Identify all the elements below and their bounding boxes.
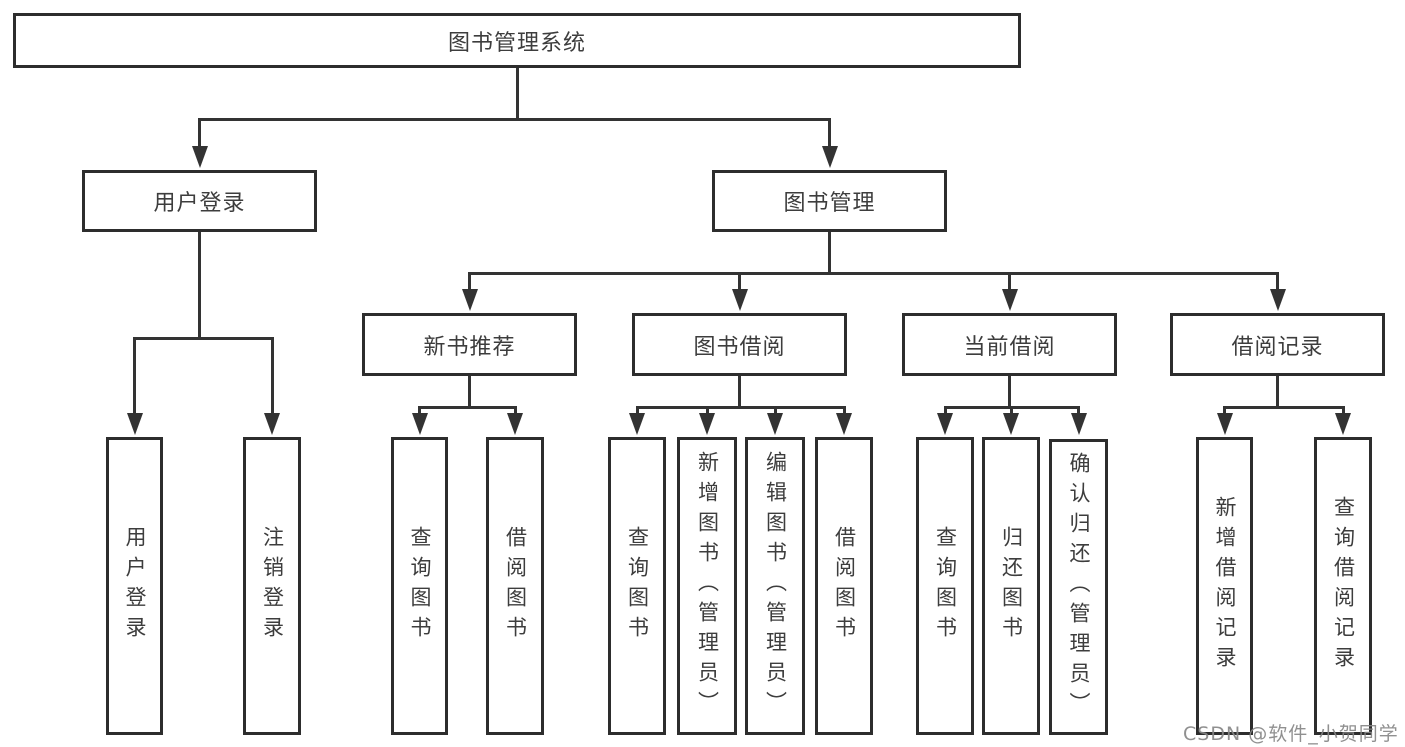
node-label: 新增图书（管理员） <box>695 451 720 721</box>
connector-drop-records <box>1276 272 1279 292</box>
node-label: 编辑图书（管理员） <box>763 451 788 721</box>
connector-drop <box>513 406 517 415</box>
arrow-down-icon <box>1335 413 1351 435</box>
connector-drop <box>705 406 709 415</box>
connector-new-book-rail <box>418 406 517 409</box>
node-label: 借阅记录 <box>1231 334 1324 360</box>
node-return-books: 归还图书 <box>982 437 1040 735</box>
node-edit-books-admin: 编辑图书（管理员） <box>745 437 805 735</box>
arrow-down-icon <box>264 413 280 435</box>
arrow-down-icon <box>1003 413 1019 435</box>
arrow-down-icon <box>937 413 953 435</box>
node-borrow-books-2: 借阅图书 <box>815 437 873 735</box>
node-label: 图书借阅 <box>693 334 786 360</box>
connector-drop-new-book <box>468 272 471 292</box>
node-user-login: 用户登录 <box>82 170 317 232</box>
arrow-down-icon <box>411 413 428 435</box>
node-book-borrow: 图书借阅 <box>632 313 847 376</box>
node-label: 查询图书 <box>408 526 432 646</box>
node-label: 确认归还（管理员） <box>1067 452 1091 722</box>
connector-root-rail <box>198 118 831 121</box>
arrow-down-icon <box>731 289 748 311</box>
node-query-borrow-record: 查询借阅记录 <box>1314 437 1372 735</box>
connector-drop <box>1009 406 1013 415</box>
node-query-books-1: 查询图书 <box>391 437 448 735</box>
connector-drop-logout-leaf <box>270 337 274 414</box>
node-label: 归还图书 <box>999 526 1024 646</box>
node-book-management: 图书管理 <box>712 170 947 232</box>
arrow-down-icon <box>629 413 645 435</box>
node-label: 图书管理系统 <box>447 30 586 56</box>
arrow-down-icon <box>821 146 838 168</box>
connector-drop <box>635 406 639 415</box>
arrow-down-icon <box>836 413 852 435</box>
watermark-text: CSDN @软件_小贺同学 <box>1183 723 1399 745</box>
connector-drop-book-management <box>828 118 831 148</box>
connector-root-stem <box>515 68 519 118</box>
arrow-down-icon <box>461 289 478 311</box>
connector-drop <box>842 406 846 415</box>
node-label: 图书管理 <box>783 191 876 216</box>
connector-drop-borrow <box>738 272 741 292</box>
node-label: 借阅图书 <box>832 526 857 646</box>
node-label: 用户登录 <box>123 526 147 646</box>
node-label: 查询借阅记录 <box>1331 496 1356 676</box>
connector-new-book-stem <box>468 376 471 406</box>
node-logout: 注销登录 <box>243 437 301 735</box>
node-new-book-recommend: 新书推荐 <box>362 313 577 376</box>
arrow-down-icon <box>507 413 523 435</box>
node-current-borrow: 当前借阅 <box>902 313 1117 376</box>
node-label: 当前借阅 <box>963 334 1056 360</box>
node-library-management-system: 图书管理系统 <box>13 13 1021 68</box>
node-label: 查询图书 <box>933 526 958 646</box>
connector-book-mgmt-rail <box>468 272 1279 275</box>
connector-drop <box>773 406 777 415</box>
node-query-books-3: 查询图书 <box>916 437 974 735</box>
connector-drop <box>1077 406 1080 415</box>
node-label: 注销登录 <box>260 526 285 646</box>
connector-book-mgmt-stem <box>828 232 831 272</box>
arrow-down-icon <box>126 413 143 435</box>
connector-current-stem <box>1008 376 1011 406</box>
node-label: 用户登录 <box>153 191 246 216</box>
node-add-borrow-record: 新增借阅记录 <box>1196 437 1253 735</box>
node-label: 借阅图书 <box>503 526 528 646</box>
arrow-down-icon <box>1269 289 1286 311</box>
connector-user-login-rail <box>133 337 274 340</box>
node-user-login-leaf: 用户登录 <box>106 437 163 735</box>
arrow-down-icon <box>1001 289 1018 311</box>
node-add-books-admin: 新增图书（管理员） <box>677 437 737 735</box>
node-label: 查询图书 <box>625 526 650 646</box>
arrow-down-icon <box>1216 413 1233 435</box>
arrow-down-icon <box>767 413 783 435</box>
connector-drop <box>1341 406 1345 415</box>
arrow-down-icon <box>191 146 208 168</box>
connector-records-stem <box>1276 376 1279 406</box>
node-label: 新书推荐 <box>423 334 516 360</box>
connector-drop <box>1223 406 1226 415</box>
connector-drop-login-leaf <box>133 337 136 414</box>
node-query-books-2: 查询图书 <box>608 437 666 735</box>
arrow-down-icon <box>699 413 715 435</box>
node-borrow-books-1: 借阅图书 <box>486 437 544 735</box>
node-confirm-return-admin: 确认归还（管理员） <box>1049 439 1108 735</box>
node-borrow-records: 借阅记录 <box>1170 313 1385 376</box>
connector-borrow-stem <box>738 376 741 406</box>
connector-user-login-stem <box>198 232 201 337</box>
connector-drop <box>418 406 421 415</box>
connector-drop <box>943 406 947 415</box>
node-label: 新增借阅记录 <box>1213 496 1237 676</box>
connector-records-rail <box>1223 406 1345 409</box>
connector-drop-user-login <box>198 118 201 148</box>
arrow-down-icon <box>1070 413 1087 435</box>
connector-drop-current <box>1008 272 1011 292</box>
connector-borrow-rail <box>635 406 846 409</box>
